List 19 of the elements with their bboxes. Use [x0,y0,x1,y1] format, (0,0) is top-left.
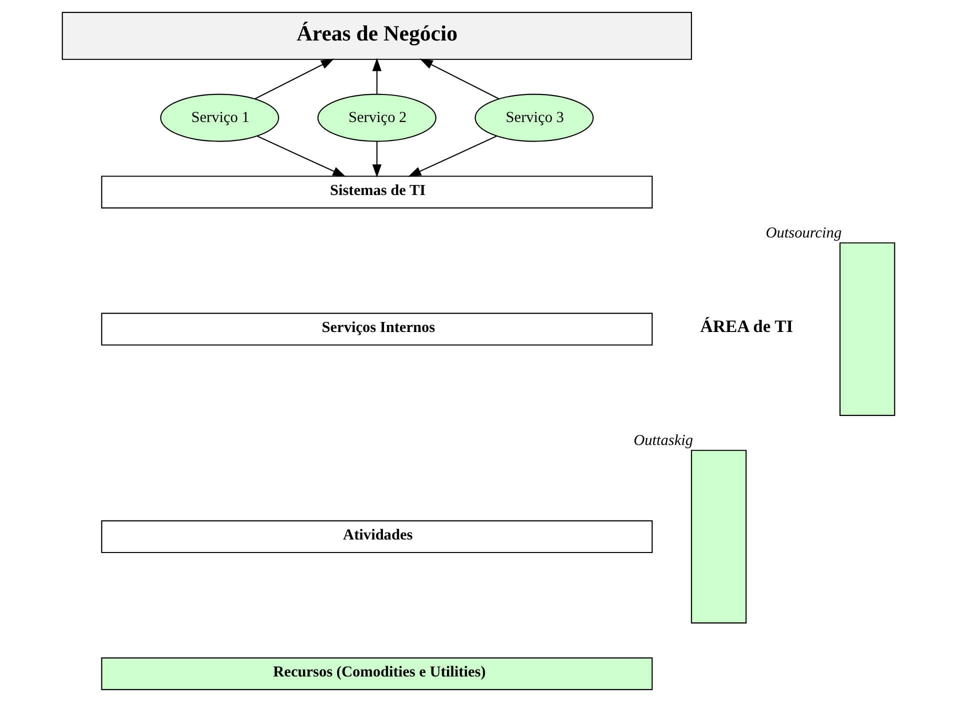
arrow [257,136,346,177]
node-label: Outtaskig [634,432,694,450]
node-ellipse: Serviço 2 [317,94,436,142]
node-box: Atividades [101,520,653,554]
node-bar [690,450,747,624]
node-label: Outsourcing [766,224,842,242]
arrow [254,58,334,100]
node-bar [839,242,896,416]
arrow [372,141,382,178]
arrow [372,58,382,94]
arrow [420,58,499,100]
node-box: Sistemas de TI [101,176,653,208]
arrow [408,136,497,177]
label: ÁREA de TI [700,316,794,336]
node-ellipse: Serviço 3 [474,94,594,142]
node-ellipse: Serviço 1 [160,94,280,142]
node-box: Áreas de Negócio [62,12,692,60]
node-box: Recursos (Comodities e Utilities) [101,657,653,690]
node-box: Serviços Internos [101,312,653,346]
